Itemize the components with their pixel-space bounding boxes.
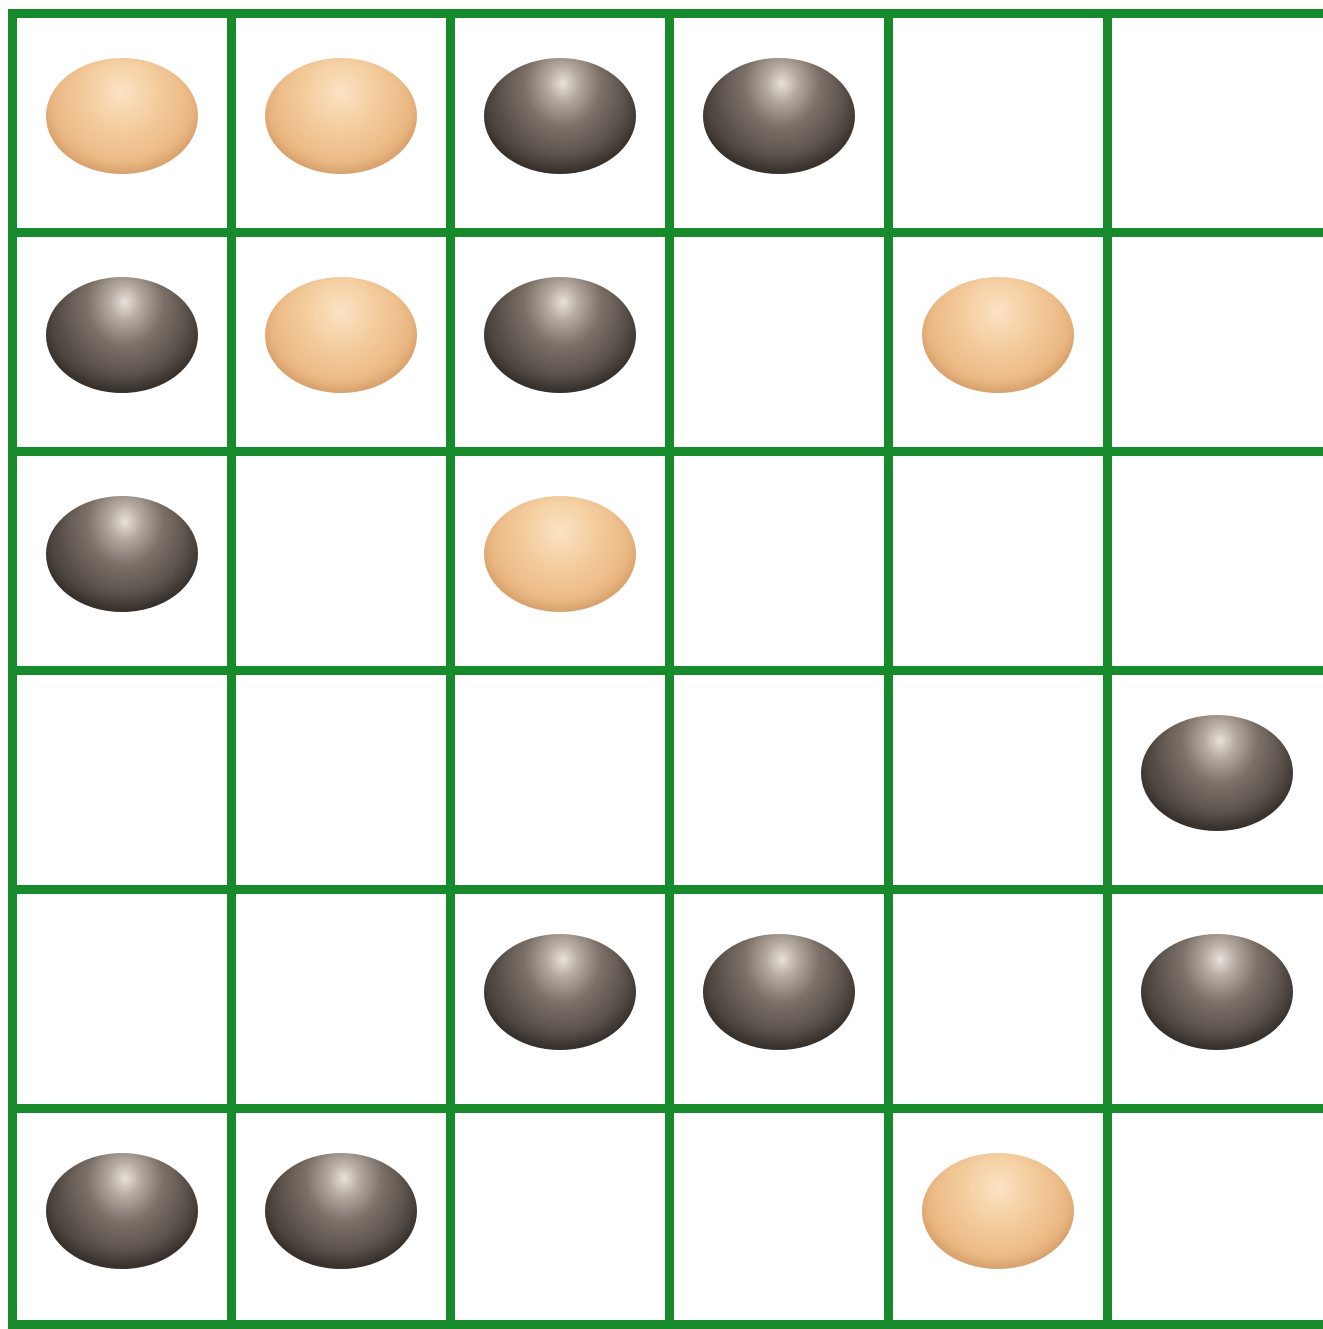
light-stone[interactable] [484, 496, 636, 612]
grid-line-horizontal-5 [8, 1104, 1323, 1113]
dark-stone[interactable] [484, 58, 636, 174]
board-cell-r5-c5[interactable] [893, 894, 1103, 1104]
light-stone[interactable] [265, 277, 417, 393]
dark-stone[interactable] [484, 277, 636, 393]
board-cell-r3-c2[interactable] [236, 456, 446, 666]
board-cell-r4-c2[interactable] [236, 675, 446, 885]
light-stone[interactable] [922, 1153, 1074, 1269]
board-cell-r2-c4[interactable] [674, 237, 884, 447]
dark-stone[interactable] [265, 1153, 417, 1269]
board-cell-r4-c1[interactable] [17, 675, 227, 885]
dark-stone[interactable] [484, 934, 636, 1050]
dark-stone[interactable] [46, 1153, 198, 1269]
board-cell-r1-c5[interactable] [893, 18, 1103, 228]
board-cell-r6-c4[interactable] [674, 1113, 884, 1323]
board-cell-r5-c1[interactable] [17, 894, 227, 1104]
board-cell-r6-c6[interactable] [1112, 1113, 1322, 1323]
grid-line-horizontal-0 [8, 9, 1323, 18]
dark-stone[interactable] [1141, 934, 1293, 1050]
board-cell-r4-c5[interactable] [893, 675, 1103, 885]
grid-line-horizontal-3 [8, 666, 1323, 675]
board-cell-r3-c5[interactable] [893, 456, 1103, 666]
board-cell-r3-c6[interactable] [1112, 456, 1322, 666]
dark-stone[interactable] [703, 934, 855, 1050]
board-cell-r2-c6[interactable] [1112, 237, 1322, 447]
light-stone[interactable] [265, 58, 417, 174]
light-stone[interactable] [922, 277, 1074, 393]
grid-line-horizontal-4 [8, 885, 1323, 894]
board-cell-r5-c2[interactable] [236, 894, 446, 1104]
board-cell-r1-c6[interactable] [1112, 18, 1322, 228]
board-cell-r4-c3[interactable] [455, 675, 665, 885]
grid-line-horizontal-1 [8, 228, 1323, 237]
dark-stone[interactable] [46, 277, 198, 393]
board-cell-r4-c4[interactable] [674, 675, 884, 885]
dark-stone[interactable] [46, 496, 198, 612]
board-cell-r6-c3[interactable] [455, 1113, 665, 1323]
grid-line-horizontal-2 [8, 447, 1323, 456]
dark-stone[interactable] [1141, 715, 1293, 831]
board-cell-r3-c4[interactable] [674, 456, 884, 666]
light-stone[interactable] [46, 58, 198, 174]
dark-stone[interactable] [703, 58, 855, 174]
